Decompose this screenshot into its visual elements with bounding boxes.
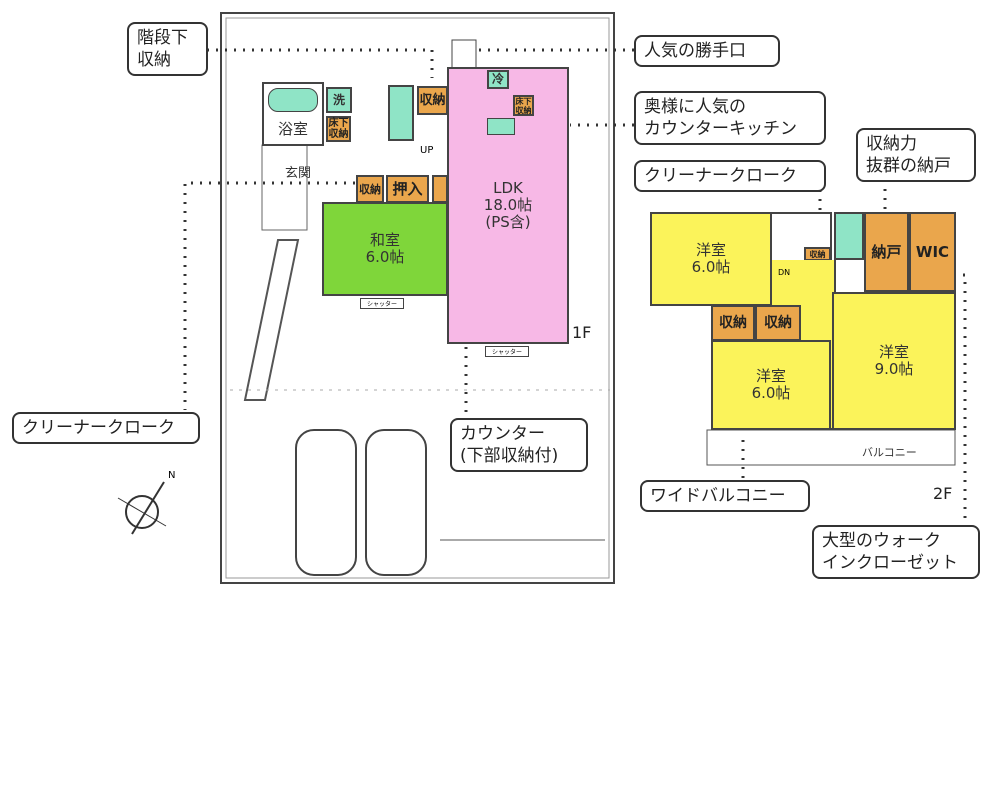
room-wic: WIC [909, 212, 956, 292]
room-nando: 納戸 [864, 212, 909, 292]
ldk-label: LDK 18.0帖 (PS含) [483, 179, 533, 231]
wic-label: WIC [915, 242, 950, 261]
shutter-2: シャッター [485, 346, 530, 357]
lot-inner-boundary [225, 17, 610, 579]
callout-counter: カウンター (下部収納付) [450, 418, 588, 472]
compass-icon: N [117, 470, 175, 535]
room-western-1: 洋室 6.0帖 [650, 212, 772, 306]
storage-2f-a: 収納 [711, 305, 755, 341]
entrance-steps [261, 144, 308, 231]
svg-text:N: N [168, 470, 175, 481]
washitsu-label: 和室 6.0帖 [365, 231, 405, 266]
nando-label: 納戸 [871, 242, 902, 261]
approach-path [243, 239, 300, 401]
callout-cleaner-cloak-2f: クリーナークローク [634, 160, 826, 192]
car-1 [295, 429, 357, 576]
storage-under-stairs-label: 収納 [419, 93, 446, 108]
callout-walk-in-closet: 大型のウォーク インクローゼット [812, 525, 980, 579]
callout-back-door: 人気の勝手口 [634, 35, 780, 67]
storage-small-label: 収納 [809, 249, 826, 259]
floor-2-label: 2F [933, 484, 953, 503]
callout-counter-kitchen: 奥様に人気の カウンターキッチン [634, 91, 826, 145]
toilet-2f [834, 212, 864, 260]
callout-wide-balcony: ワイドバルコニー [640, 480, 810, 512]
bathtub [268, 88, 318, 112]
underfloor-storage-1: 床下 収納 [326, 116, 351, 142]
underfloor-storage-2: 床下 収納 [513, 95, 534, 116]
western-1-label: 洋室 6.0帖 [691, 241, 731, 276]
storage-japanese-label: 収納 [359, 182, 381, 196]
western-3-label: 洋室 9.0帖 [874, 343, 914, 378]
shutter-1: シャッター [360, 298, 405, 309]
callout-cleaner-cloak-1f: クリーナークローク [12, 412, 200, 444]
oshiire-closet: 押入 [386, 175, 429, 203]
storage-2f-b: 収納 [755, 305, 801, 341]
up-label: UP [420, 145, 434, 156]
oshiire-label: 押入 [392, 179, 423, 198]
callout-leaders [183, 48, 967, 525]
ps-space [432, 175, 448, 203]
room-western-2: 洋室 6.0帖 [711, 340, 831, 430]
storage-japanese-room: 収納 [356, 175, 384, 203]
storage-cleaner-cloak: 収納 [804, 247, 831, 261]
bath-label: 浴室 [277, 120, 308, 138]
entrance-label: 玄関 [285, 166, 312, 181]
western-2-label: 洋室 6.0帖 [751, 367, 791, 402]
laundry: 洗 [326, 87, 352, 113]
fridge-label: 冷 [491, 72, 504, 86]
car-2 [365, 429, 427, 576]
room-ldk: LDK 18.0帖 (PS含) [447, 67, 569, 344]
storage-a-label: 収納 [719, 314, 747, 331]
room-western-3: 洋室 9.0帖 [832, 292, 956, 430]
laundry-label: 洗 [332, 92, 345, 107]
room-washitsu: 和室 6.0帖 [322, 202, 448, 296]
dn-label: DN [778, 268, 791, 277]
lot-boundary [220, 12, 615, 584]
fridge: 冷 [487, 70, 509, 89]
storage-b-label: 収納 [764, 314, 792, 331]
toilet-1f [388, 85, 414, 141]
stairs-2f [770, 212, 832, 262]
kitchen-sink [487, 118, 515, 135]
underfloor-storage-1-label: 床下 収納 [328, 118, 349, 140]
underfloor-storage-2-label: 床下 収納 [515, 96, 532, 115]
callout-nando: 収納力 抜群の納戸 [856, 128, 976, 182]
back-door-step [451, 39, 477, 71]
balcony-label: バルコニー [862, 446, 917, 459]
balcony-outline [706, 429, 956, 466]
floor-1-label: 1F [572, 323, 592, 342]
callout-under-stairs: 階段下 収納 [127, 22, 208, 76]
storage-under-stairs: 収納 [417, 86, 448, 115]
